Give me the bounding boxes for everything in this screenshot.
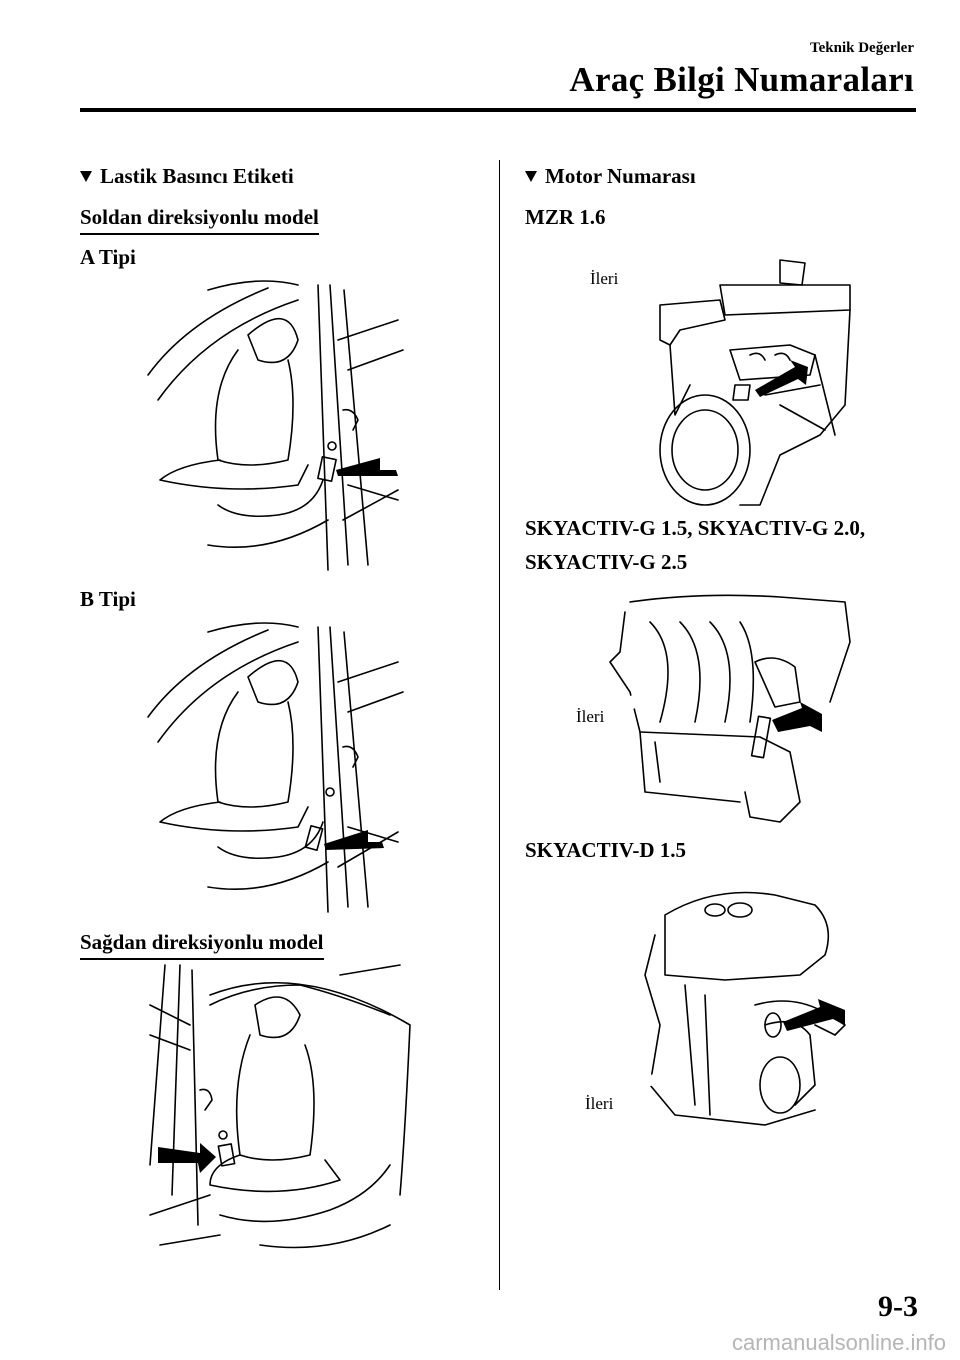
engine-number-heading-text: Motor Numarası [545,164,696,188]
tire-label-heading: Lastik Basıncı Etiketi [80,164,294,189]
page-title: Araç Bilgi Numaraları [569,60,914,99]
triangle-bullet-icon [525,171,537,182]
seat-rhd-illustration [149,964,411,1249]
engine-skyactiv-g-label-2: SKYACTIV-G 2.5 [525,550,688,574]
engine-skyactiv-d-label: SKYACTIV-D 1.5 [525,838,687,862]
engine-mzr-illustration [635,259,851,506]
engine-skyactiv-g-illustration [609,594,851,823]
forward-caption-3: İleri [585,1094,614,1113]
seat-type-a-illustration [147,280,404,571]
engine-skyactiv-d-illustration [617,891,846,1126]
forward-caption-1: İleri [590,269,619,288]
engine-number-heading: Motor Numarası [525,164,696,189]
lhd-model-label: Soldan direksiyonlu model [80,205,319,235]
header-rule [80,108,916,112]
column-divider [499,160,500,1290]
engine-skyactiv-g-label-1: SKYACTIV-G 1.5, SKYACTIV-G 2.0, [525,516,866,540]
rhd-model-label: Sağdan direksiyonlu model [80,930,324,960]
seat-type-b-illustration [147,622,404,913]
page-number: 9-3 [878,1290,918,1323]
forward-caption-2: İleri [576,707,605,726]
type-b-label: B Tipi [80,587,136,611]
triangle-bullet-icon [80,171,92,182]
type-a-label: A Tipi [80,245,136,269]
chapter-title: Teknik Değerler [809,40,914,56]
engine-mzr-label: MZR 1.6 [525,205,606,229]
tire-label-heading-text: Lastik Basıncı Etiketi [100,164,294,188]
watermark-link[interactable]: carmanualsonline.info [731,1330,946,1355]
